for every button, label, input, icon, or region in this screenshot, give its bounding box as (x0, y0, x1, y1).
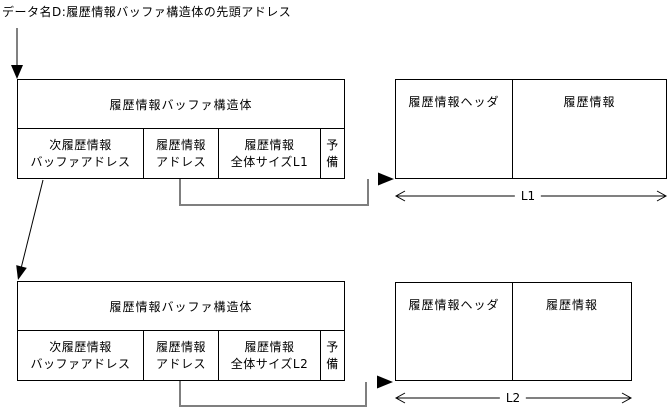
buffer-structure-box-1: 履歴情報バッファ構造体 次履歴情報 バッファアドレス 履歴情報 アドレス 履歴情… (17, 79, 345, 179)
buffer-structure-title: 履歴情報バッファ構造体 (18, 282, 344, 331)
field-label-line: 履歴情報 (244, 137, 295, 152)
field-label-line: アドレス (155, 154, 206, 169)
field-total-size: 履歴情報 全体サイズL1 (219, 129, 321, 178)
field-history-address: 履歴情報 アドレス (144, 129, 219, 178)
history-address-connector-2 (179, 381, 367, 407)
field-label-line: 履歴情報 (244, 339, 295, 354)
field-label-line: バッファアドレス (30, 356, 131, 371)
history-block-1: 履歴情報ヘッダ 履歴情報 (395, 79, 667, 179)
next-buffer-pointer-line (21, 179, 44, 267)
arrowhead-right-icon (378, 172, 394, 186)
chevron-right-icon (656, 190, 668, 202)
field-next-buffer-address: 次履歴情報 バッファアドレス (18, 129, 144, 178)
field-history-address: 履歴情報 アドレス (144, 331, 219, 380)
field-label-line: バッファアドレス (30, 154, 131, 169)
chevron-left-icon (394, 190, 406, 202)
field-reserved: 予 備 (321, 331, 344, 380)
field-total-size: 履歴情報 全体サイズL2 (219, 331, 321, 380)
buffer-structure-fields: 次履歴情報 バッファアドレス 履歴情報 アドレス 履歴情報 全体サイズL1 予 … (18, 129, 344, 178)
field-label-line: アドレス (155, 356, 206, 371)
history-address-connector-1 (179, 178, 369, 206)
history-header-cell: 履歴情報ヘッダ (396, 283, 513, 380)
arrowhead-down-icon (11, 65, 23, 79)
l1-length-label: L1 (514, 189, 542, 203)
history-data-cell: 履歴情報 (513, 283, 631, 380)
field-label-line: 全体サイズL2 (230, 356, 309, 371)
buffer-structure-fields: 次履歴情報 バッファアドレス 履歴情報 アドレス 履歴情報 全体サイズL2 予 … (18, 331, 344, 380)
field-label-line: 履歴情報 (155, 339, 206, 354)
history-data-label: 履歴情報 (545, 298, 598, 312)
field-next-buffer-address: 次履歴情報 バッファアドレス (18, 331, 144, 380)
buffer-structure-title: 履歴情報バッファ構造体 (18, 80, 344, 129)
field-reserved: 予 備 (321, 129, 344, 178)
data-name-label: データ名D:履歴情報バッファ構造体の先頭アドレス (2, 5, 292, 19)
field-label-line: 予 (326, 339, 339, 354)
history-header-label: 履歴情報ヘッダ (408, 298, 500, 312)
field-label-line: 備 (326, 154, 339, 169)
history-header-label: 履歴情報ヘッダ (408, 95, 500, 109)
arrowhead-right-icon (377, 375, 393, 389)
history-block-2: 履歴情報ヘッダ 履歴情報 (395, 282, 632, 381)
chevron-right-icon (621, 392, 633, 404)
l2-length-label: L2 (499, 391, 527, 405)
history-header-cell: 履歴情報ヘッダ (396, 80, 513, 178)
field-label-line: 全体サイズL1 (230, 154, 309, 169)
field-label-line: 予 (326, 137, 339, 152)
history-data-label: 履歴情報 (563, 95, 616, 109)
buffer-structure-box-2: 履歴情報バッファ構造体 次履歴情報 バッファアドレス 履歴情報 アドレス 履歴情… (17, 281, 345, 381)
field-label-line: 次履歴情報 (49, 137, 112, 152)
history-block-cells: 履歴情報ヘッダ 履歴情報 (396, 80, 666, 178)
field-label-line: 次履歴情報 (49, 339, 112, 354)
field-label-line: 備 (326, 356, 339, 371)
arrowhead-down-icon (16, 265, 27, 280)
field-label-line: 履歴情報 (155, 137, 206, 152)
history-block-cells: 履歴情報ヘッダ 履歴情報 (396, 283, 631, 380)
chevron-left-icon (394, 392, 406, 404)
history-data-cell: 履歴情報 (513, 80, 666, 178)
